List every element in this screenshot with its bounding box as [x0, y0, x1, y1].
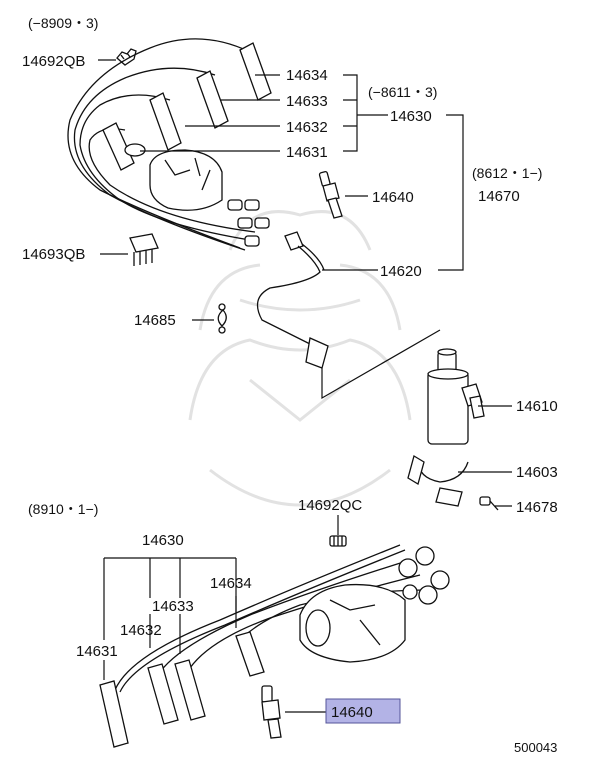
part-number-14678[interactable]: 14678: [516, 499, 558, 516]
part-number-14631-top[interactable]: 14631: [286, 144, 328, 161]
spark-plug-wire-set-bottom[interactable]: [99, 544, 431, 748]
part-number-14640-bottom[interactable]: 14640: [331, 704, 373, 721]
clip-14692qb-part[interactable]: [116, 48, 137, 66]
part-number-14633-top[interactable]: 14633: [286, 93, 328, 110]
watermark-emblem: [188, 210, 412, 507]
part-number-14692qb[interactable]: 14692QB: [22, 53, 85, 70]
spark-plug-14640-top[interactable]: [318, 171, 343, 219]
part-number-14632-bottom[interactable]: 14632: [120, 622, 162, 639]
part-number-14633-bottom[interactable]: 14633: [152, 598, 194, 615]
date-range-wire-set-a: (−8611・3): [368, 84, 437, 100]
screw-14678-part[interactable]: [479, 496, 499, 511]
spark-plug-14640-bottom[interactable]: [261, 685, 282, 739]
ignition-coil-14610[interactable]: [427, 348, 485, 445]
part-number-14620[interactable]: 14620: [380, 263, 422, 280]
part-number-14634-bottom[interactable]: 14634: [210, 575, 252, 592]
coil-bracket-14603[interactable]: [407, 455, 469, 507]
part-number-14610[interactable]: 14610: [516, 398, 558, 415]
distributor-bottom: [299, 546, 450, 663]
date-range-wire-set-b: (8612・1−): [472, 165, 542, 181]
date-range-bottom-set: (8910・1−): [28, 501, 98, 517]
date-range-top-set: (−8909・3): [28, 15, 98, 31]
clip-14692qc-part[interactable]: [329, 535, 347, 547]
part-number-14632-top[interactable]: 14632: [286, 119, 328, 136]
part-number-14603[interactable]: 14603: [516, 464, 558, 481]
highlight-box-14640: [325, 698, 401, 724]
distributor-top: [124, 143, 270, 247]
part-number-14685[interactable]: 14685: [134, 312, 176, 329]
coil-wire-14620[interactable]: [256, 231, 329, 369]
part-number-14631-bottom[interactable]: 14631: [76, 643, 118, 660]
part-number-14692qc[interactable]: 14692QC: [298, 497, 362, 514]
part-number-14630-bottom[interactable]: 14630: [142, 532, 184, 549]
diagram-code: 500043: [514, 740, 557, 755]
part-number-14640-top[interactable]: 14640: [372, 189, 414, 206]
part-number-14670[interactable]: 14670: [478, 188, 520, 205]
part-number-14693qb[interactable]: 14693QB: [22, 246, 85, 263]
clip-14693qb-part[interactable]: [129, 233, 159, 266]
clamp-14685-part[interactable]: [217, 303, 227, 334]
part-number-14634-top[interactable]: 14634: [286, 67, 328, 84]
part-number-14630-top[interactable]: 14630: [390, 108, 432, 125]
spark-plug-wire-set-top[interactable]: [67, 38, 272, 251]
